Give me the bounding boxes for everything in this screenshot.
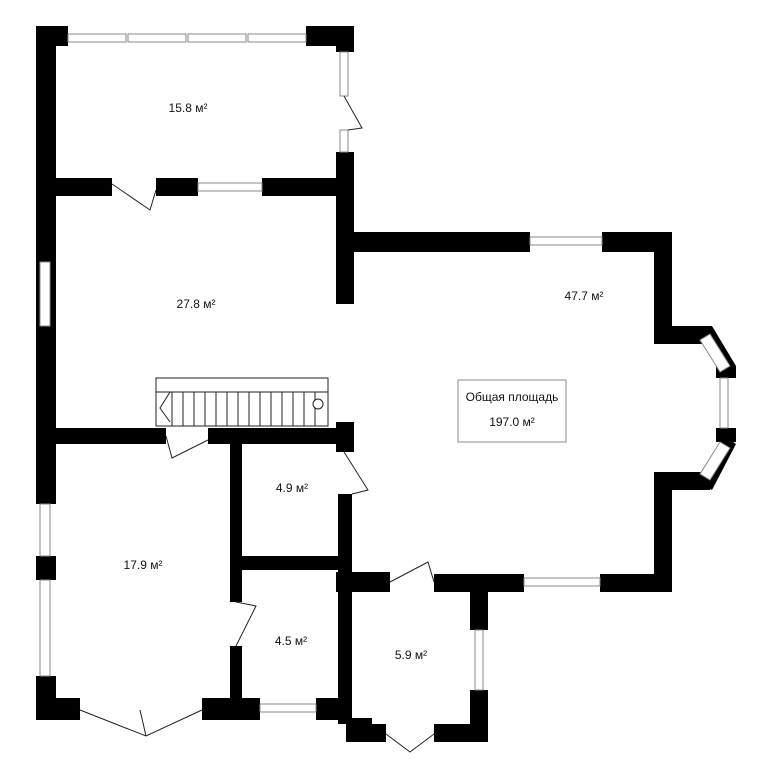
room-area-label: 4.9 м² [276, 481, 308, 495]
wall [262, 178, 354, 196]
wall [716, 428, 736, 442]
entrance-door [79, 709, 203, 737]
wall [338, 494, 352, 724]
window [39, 503, 51, 557]
window [474, 629, 484, 691]
wall [208, 428, 354, 444]
window [699, 333, 731, 373]
room-area-label: 47.7 м² [565, 289, 604, 303]
window [39, 261, 51, 327]
wall [434, 724, 488, 742]
doors [79, 95, 435, 753]
wall [600, 574, 672, 592]
windows [39, 33, 731, 713]
wall [470, 590, 488, 630]
wall [36, 698, 80, 720]
window [247, 33, 307, 43]
window [259, 703, 317, 713]
wall [36, 26, 56, 452]
wall [230, 440, 242, 602]
window [67, 33, 127, 43]
wall [336, 232, 530, 252]
door [385, 733, 435, 753]
window [339, 129, 349, 153]
walls [36, 26, 736, 742]
door [165, 435, 209, 459]
window [197, 182, 263, 192]
wall [654, 472, 672, 592]
total-area-box: Общая площадь 197.0 м² [457, 379, 567, 443]
total-area-label: Общая площадь [466, 390, 559, 404]
wall [238, 556, 342, 570]
wall [156, 178, 198, 196]
wall [336, 422, 354, 452]
wall [56, 428, 166, 444]
door [235, 601, 257, 647]
room-area-label: 4.5 м² [275, 634, 307, 648]
window [529, 236, 603, 246]
staircase [155, 377, 329, 427]
wall [36, 444, 56, 504]
window [339, 51, 349, 97]
wall [230, 646, 242, 702]
wall [654, 232, 672, 344]
room-area-label: 27.8 м² [177, 297, 216, 311]
door [389, 561, 435, 583]
window [719, 377, 729, 429]
window [127, 33, 187, 43]
room-area-label: 17.9 м² [124, 558, 163, 572]
wall [434, 574, 524, 592]
wall [316, 698, 352, 720]
wall [56, 178, 112, 196]
wall [36, 556, 56, 580]
window [187, 33, 247, 43]
wall [336, 26, 354, 52]
room-area-label: 15.8 м² [169, 101, 208, 115]
room-area-label: 5.9 м² [395, 648, 427, 662]
wall [654, 326, 710, 344]
door [343, 95, 363, 131]
door [111, 183, 157, 211]
door [343, 451, 369, 495]
wall [202, 698, 260, 720]
wall [356, 724, 386, 742]
total-area-value: 197.0 м² [489, 415, 535, 429]
window [699, 441, 731, 481]
window [523, 577, 601, 587]
window [39, 579, 51, 677]
